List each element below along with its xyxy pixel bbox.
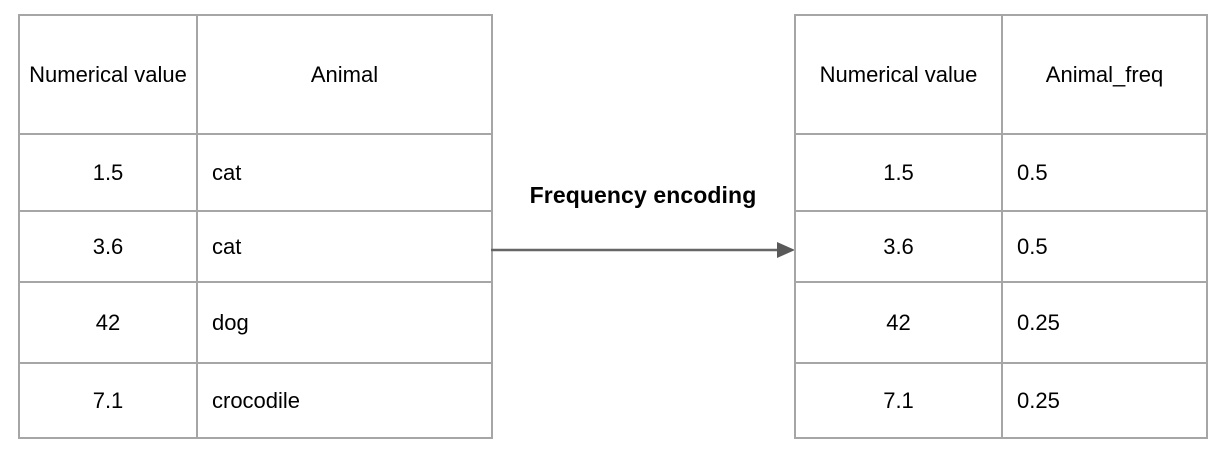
table-row: 7.1 crocodile [18,362,493,439]
cell-animal: cat [196,133,493,212]
cell-numerical-value: 7.1 [794,362,1003,439]
cell-animal-freq: 0.5 [1001,133,1208,212]
table-row: 1.5 0.5 [794,133,1208,212]
cell-animal: dog [196,281,493,364]
table-row: 7.1 0.25 [794,362,1208,439]
column-header-animal-freq: Animal_freq [1001,14,1208,135]
cell-numerical-value: 42 [794,281,1003,364]
encoded-data-table: Numerical value Animal_freq 1.5 0.5 3.6 … [794,14,1208,439]
cell-numerical-value: 1.5 [794,133,1003,212]
cell-numerical-value: 3.6 [794,210,1003,283]
table-row: 42 dog [18,281,493,364]
original-data-table: Numerical value Animal 1.5 cat 3.6 cat 4… [18,14,493,439]
table-row: 3.6 cat [18,210,493,283]
transform-label: Frequency encoding [529,182,757,208]
table-row: 1.5 cat [18,133,493,212]
cell-animal-freq: 0.25 [1001,281,1208,364]
transform-annotation: Frequency encoding [489,182,797,270]
right-arrow-icon [491,242,795,258]
table-header-row: Numerical value Animal_freq [794,14,1208,135]
cell-animal: cat [196,210,493,283]
cell-numerical-value: 3.6 [18,210,198,283]
table-row: 42 0.25 [794,281,1208,364]
cell-numerical-value: 7.1 [18,362,198,439]
cell-numerical-value: 1.5 [18,133,198,212]
column-header-numerical-value: Numerical value [18,14,198,135]
cell-animal: crocodile [196,362,493,439]
column-header-animal: Animal [196,14,493,135]
cell-animal-freq: 0.25 [1001,362,1208,439]
column-header-numerical-value: Numerical value [794,14,1003,135]
table-header-row: Numerical value Animal [18,14,493,135]
cell-animal-freq: 0.5 [1001,210,1208,283]
cell-numerical-value: 42 [18,281,198,364]
table-row: 3.6 0.5 [794,210,1208,283]
